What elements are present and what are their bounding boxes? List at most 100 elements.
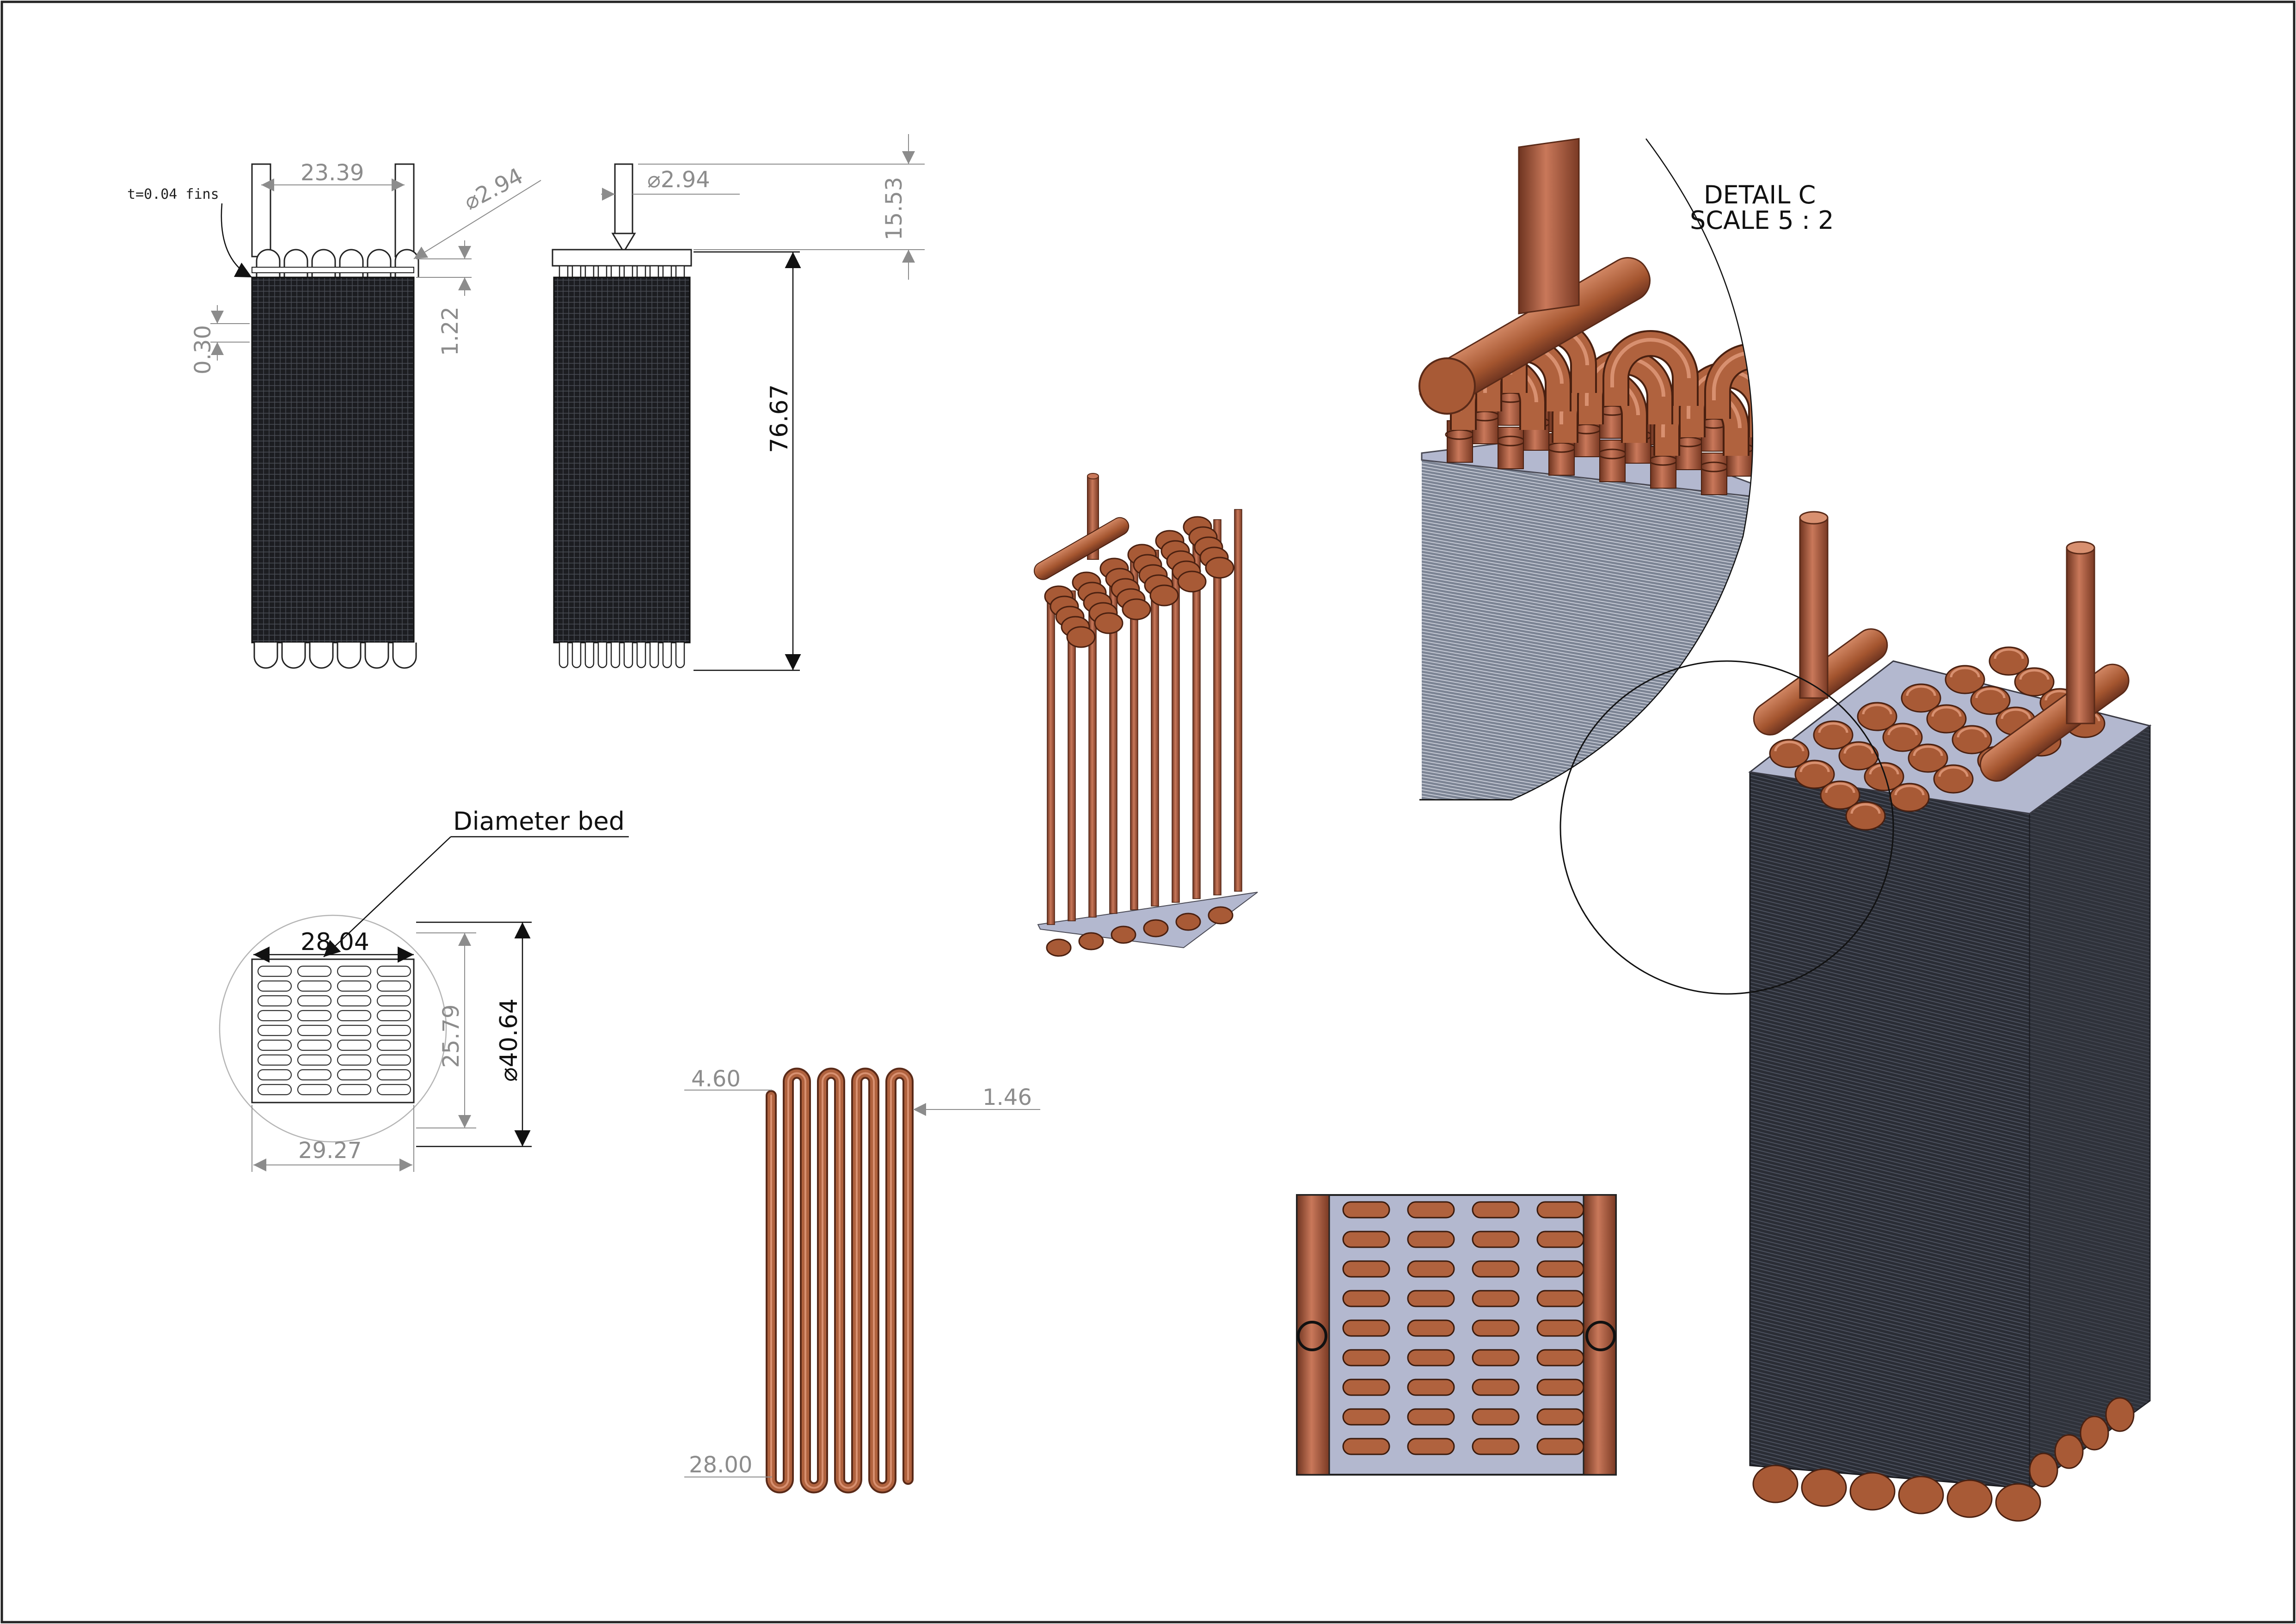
top-tube-slot	[1342, 1319, 1390, 1337]
assembly-bend	[2014, 667, 2055, 697]
assembly-bend-highlight	[1994, 648, 2024, 659]
assembly-bend	[1864, 762, 1904, 791]
top-tube-slot	[1342, 1438, 1390, 1455]
assembly-bend	[1820, 780, 1860, 810]
assembly-bend	[1838, 741, 1879, 771]
assembly-bend	[1970, 686, 2011, 715]
iso-header	[1033, 517, 1130, 580]
assembly-bend-highlight	[1950, 667, 1980, 678]
assembly-side-bend	[2029, 1452, 2058, 1488]
top-tube-slot	[1536, 1290, 1584, 1307]
top-tube-slot	[1342, 1379, 1390, 1396]
side-top-stub	[597, 265, 608, 278]
side-top-stub	[675, 265, 685, 278]
iso-bottom-bend	[1111, 925, 1136, 944]
side-top-stub	[571, 265, 582, 278]
bed-slot	[337, 1054, 372, 1066]
top-tube-slot	[1342, 1408, 1390, 1426]
bed-slot	[257, 980, 292, 992]
top-tube-slot	[1536, 1319, 1584, 1337]
top-right-port	[1585, 1321, 1616, 1351]
dim-header-gap: 1.22	[437, 306, 463, 356]
assembly-bend-highlight	[1887, 724, 1918, 735]
assembly-bend	[1908, 743, 1948, 773]
side-fin-core	[553, 276, 691, 643]
top-tube-slot	[1536, 1201, 1584, 1219]
side-view	[552, 163, 692, 668]
side-bottom-stub	[584, 643, 595, 668]
iso-tubes	[1047, 509, 1242, 925]
assembly-bottom-bend	[1898, 1476, 1944, 1514]
assembly-bend-highlight	[1843, 743, 1874, 754]
front-bottom-bend	[364, 643, 389, 669]
iso-bottom-bends	[1046, 906, 1234, 957]
side-bottom-stub	[597, 643, 608, 668]
dim-pipe-diameter-side: ⌀2.94	[647, 167, 710, 193]
top-tube-slot	[1407, 1319, 1455, 1337]
assembly-bend	[1945, 665, 1985, 694]
bed-slot	[297, 1084, 332, 1096]
top-tube-slot	[1536, 1260, 1584, 1278]
bed-slot	[297, 1024, 332, 1036]
bed-slot	[297, 1010, 332, 1022]
assembly-bend	[1989, 646, 2029, 676]
assembly-bend	[1933, 764, 1974, 794]
isometric-assembly	[1559, 511, 2152, 1522]
bed-slot	[297, 995, 332, 1007]
dim-fin-height: 25.79	[438, 1005, 464, 1068]
side-bottom-stub	[610, 643, 620, 668]
assembly-bend-highlight	[1869, 764, 1899, 775]
top-tube-slot	[1342, 1231, 1390, 1248]
top-tube-slot	[1536, 1349, 1584, 1367]
detail-bend-highlight	[1610, 338, 1691, 387]
dim-pipe-diameter-front: ⌀2.94	[460, 163, 527, 215]
fin-plate-outline	[251, 958, 415, 1103]
assembly-bottom-bend	[1946, 1479, 1993, 1518]
dim-tube-spacing-top: 23.39	[301, 160, 364, 186]
side-top-stub	[649, 265, 659, 278]
top-tube-slot	[1472, 1201, 1520, 1219]
detail-c-callout-circle	[1559, 660, 1894, 995]
bed-slot	[376, 1039, 411, 1051]
top-tube-slot	[1407, 1408, 1455, 1426]
bed-slot	[297, 1054, 332, 1066]
assembly-bend	[1952, 725, 1992, 754]
assembly-bottom-bend	[1752, 1465, 1799, 1503]
top-tube-slot	[1407, 1379, 1455, 1396]
side-bottom-stub	[623, 643, 633, 668]
assembly-bend	[1926, 704, 1967, 734]
front-view	[251, 163, 419, 669]
bed-slot	[257, 995, 292, 1007]
assembly-bend-highlight	[1957, 727, 1987, 738]
assembly-bend-highlight	[1825, 782, 1855, 793]
top-tube-slot	[1472, 1231, 1520, 1248]
bed-slot	[257, 1084, 292, 1096]
bed-slot	[337, 1084, 372, 1096]
front-bottom-bend	[337, 643, 362, 669]
assembly-side-bend	[2080, 1416, 2109, 1451]
front-bottom-bends	[253, 643, 417, 669]
bed-slot	[376, 1054, 411, 1066]
isometric-tube-bundle	[1033, 473, 1258, 957]
assembly-bottom-bends	[1752, 1397, 2135, 1522]
assembly-inlet-pipe	[1799, 517, 1829, 699]
assembly-bend-highlight	[1906, 685, 1936, 696]
top-tube-slot	[1472, 1438, 1520, 1455]
top-tube-slot	[1407, 1438, 1455, 1455]
assembly-bottom-bend	[1995, 1483, 2041, 1522]
bed-slot	[337, 995, 372, 1007]
bed-slot	[376, 1024, 411, 1036]
assembly-bend-highlight	[1938, 766, 1969, 777]
detail-stub	[1498, 427, 1524, 469]
detail-stub	[1701, 453, 1727, 495]
assembly-bend-highlight	[1818, 722, 1848, 733]
top-tube-slots	[1342, 1201, 1584, 1455]
side-bottom-stub	[649, 643, 659, 668]
side-top-stub	[610, 265, 620, 278]
dim-bed-diameter: ⌀40.64	[495, 999, 523, 1082]
side-bottom-stubs	[559, 643, 685, 668]
assembly-bend-highlight	[1799, 761, 1830, 772]
iso-tube	[1047, 601, 1055, 925]
top-tube-slot	[1472, 1349, 1520, 1367]
